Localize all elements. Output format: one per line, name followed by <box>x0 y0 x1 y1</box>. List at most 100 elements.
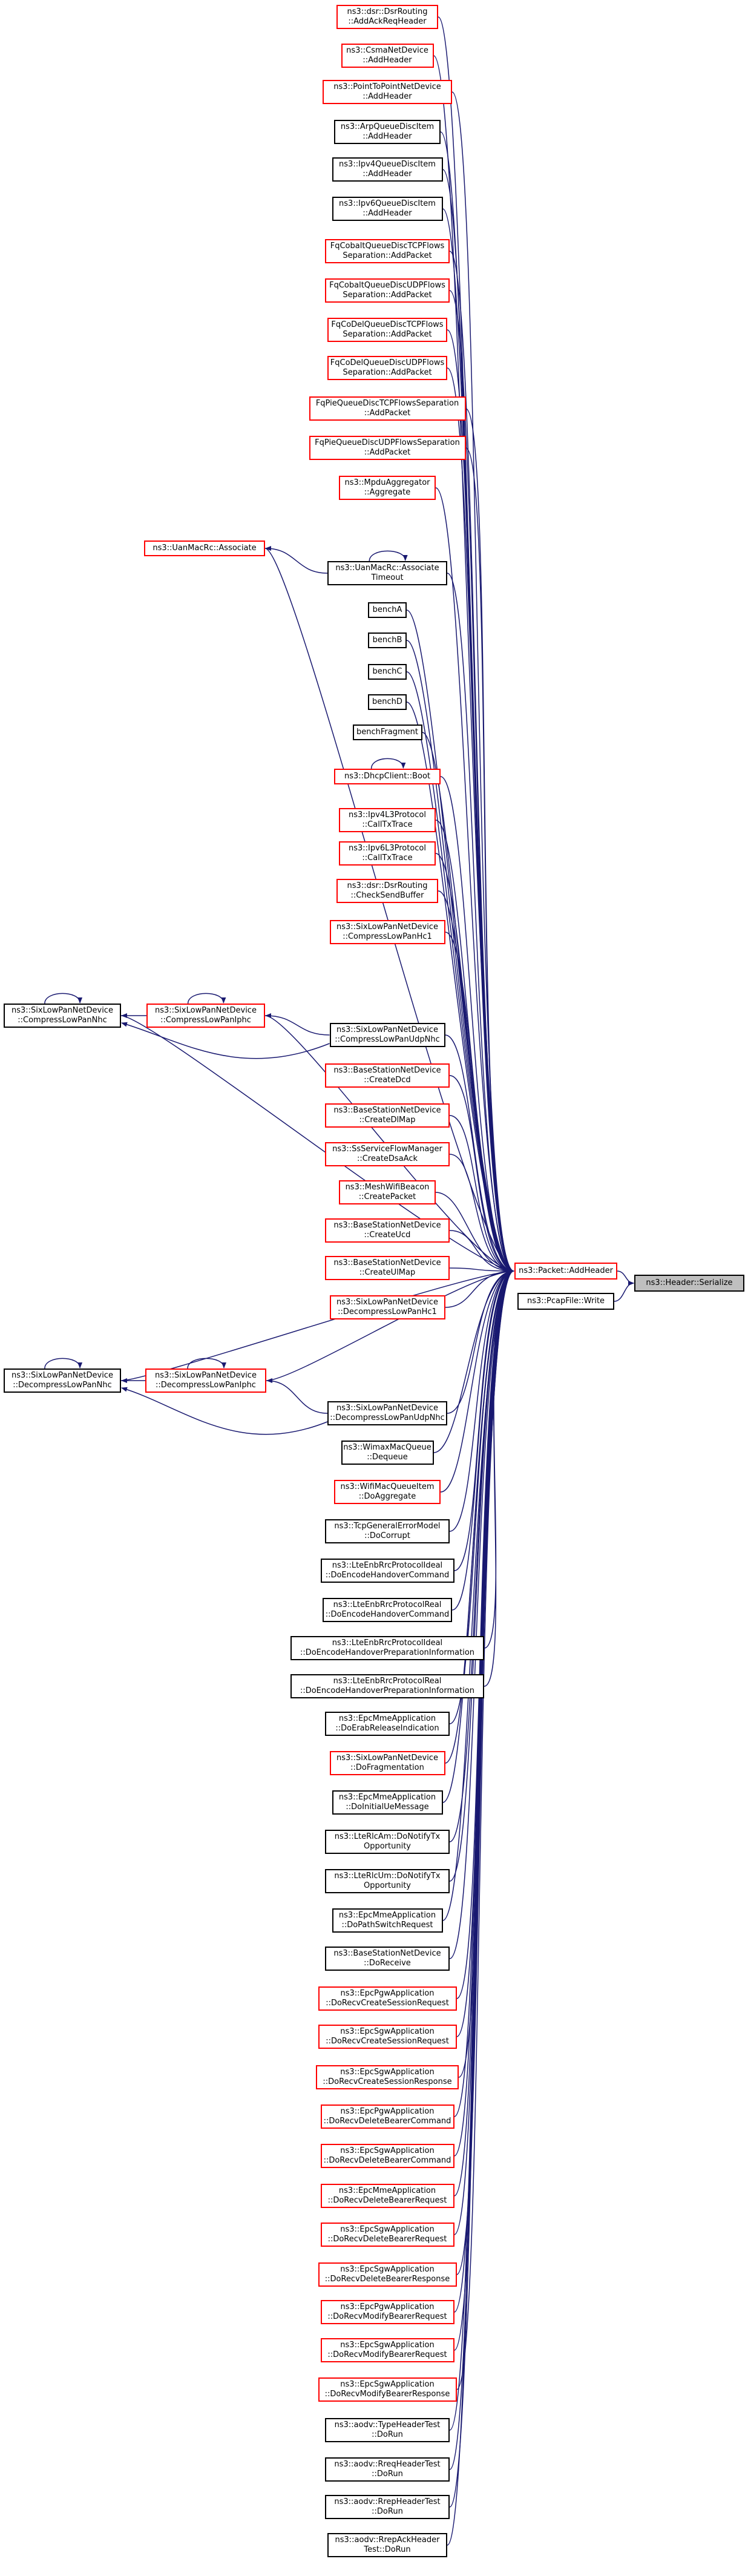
node-c61[interactable]: ns3::aodv::RrepHeaderTest ::DoRun <box>325 2495 450 2519</box>
node-label: ns3::UanMacRc::Associate Timeout <box>335 564 439 582</box>
node-label: ns3::SixLowPanNetDevice ::DecompressLowP… <box>11 1371 113 1390</box>
node-c59[interactable]: ns3::aodv::TypeHeaderTest ::DoRun <box>325 2418 450 2442</box>
edge-to-addheader <box>120 1269 514 1381</box>
edge-to-addheader <box>449 1269 514 1532</box>
node-c43[interactable]: ns3::EpcMmeApplication ::DoInitialUeMess… <box>332 1790 443 1815</box>
node-compress-nhc[interactable]: ns3::SixLowPanNetDevice ::CompressLowPan… <box>4 1004 121 1028</box>
edge-to-addheader <box>453 1269 514 2235</box>
edge-to-addheader <box>264 548 514 1273</box>
node-c24[interactable]: ns3::SixLowPanNetDevice ::CompressLowPan… <box>329 920 445 944</box>
edge-udp-to-nhc <box>121 1387 328 1435</box>
node-c23[interactable]: ns3::dsr::DsrRouting ::CheckSendBuffer <box>336 879 438 903</box>
node-c09[interactable]: FqCoDelQueueDiscTCPFlows Separation::Add… <box>327 318 447 342</box>
node-c32[interactable]: ns3::SixLowPanNetDevice ::DecompressLowP… <box>329 1295 445 1319</box>
node-c58[interactable]: ns3::EpcSgwApplication ::DoRecvModifyBea… <box>318 2377 457 2402</box>
node-c50[interactable]: ns3::EpcSgwApplication ::DoRecvCreateSes… <box>316 2065 459 2089</box>
edge-to-addheader <box>451 1269 514 1611</box>
node-c07[interactable]: FqCobaltQueueDiscTCPFlows Separation::Ad… <box>325 239 450 263</box>
node-c05[interactable]: ns3::Ipv4QueueDiscItem ::AddHeader <box>332 157 443 182</box>
node-label: benchC <box>372 667 402 676</box>
edge-self-loop <box>370 758 406 769</box>
node-c49[interactable]: ns3::EpcSgwApplication ::DoRecvCreateSes… <box>318 2025 457 2049</box>
node-c41[interactable]: ns3::EpcMmeApplication ::DoErabReleaseIn… <box>325 1712 450 1736</box>
node-c40[interactable]: ns3::LteEnbRrcProtocolReal ::DoEncodeHan… <box>290 1674 484 1698</box>
node-label: ns3::MeshWifiBeacon ::CreatePacket <box>345 1183 430 1201</box>
node-label: ns3::CsmaNetDevice ::AddHeader <box>346 46 428 65</box>
node-c11[interactable]: FqPieQueueDiscTCPFlowsSeparation ::AddPa… <box>309 396 466 421</box>
node-label: ns3::SixLowPanNetDevice ::DecompressLowP… <box>330 1404 445 1422</box>
node-c18[interactable]: benchD <box>368 694 407 710</box>
node-c27[interactable]: ns3::BaseStationNetDevice ::CreateDlMap <box>325 1103 450 1128</box>
node-c37[interactable]: ns3::LteEnbRrcProtocolIdeal ::DoEncodeHa… <box>320 1559 454 1583</box>
node-c30[interactable]: ns3::BaseStationNetDevice ::CreateUcd <box>325 1218 450 1243</box>
node-c20[interactable]: ns3::DhcpClient::Boot <box>334 769 441 784</box>
node-c28[interactable]: ns3::SsServiceFlowManager ::CreateDsaAck <box>325 1142 450 1166</box>
node-c38[interactable]: ns3::LteEnbRrcProtocolReal ::DoEncodeHan… <box>323 1598 452 1622</box>
node-c46[interactable]: ns3::EpcMmeApplication ::DoPathSwitchReq… <box>332 1908 443 1933</box>
node-decompress-iphc[interactable]: ns3::SixLowPanNetDevice ::DecompressLowP… <box>145 1368 266 1393</box>
node-c54[interactable]: ns3::EpcSgwApplication ::DoRecvDeleteBea… <box>320 2223 454 2247</box>
node-c53[interactable]: ns3::EpcMmeApplication ::DoRecvDeleteBea… <box>320 2184 454 2208</box>
node-c22[interactable]: ns3::Ipv6L3Protocol ::CallTxTrace <box>339 841 436 866</box>
edge-to-addheader <box>120 1015 514 1273</box>
node-c34[interactable]: ns3::WimaxMacQueue ::Dequeue <box>341 1441 434 1465</box>
node-c02[interactable]: ns3::CsmaNetDevice ::AddHeader <box>341 44 434 68</box>
node-decompress-nhc[interactable]: ns3::SixLowPanNetDevice ::DecompressLowP… <box>4 1368 121 1393</box>
node-c26[interactable]: ns3::BaseStationNetDevice ::CreateDcd <box>325 1063 450 1088</box>
edge-to-addheader <box>449 1269 514 1959</box>
node-compress-iphc[interactable]: ns3::SixLowPanNetDevice ::CompressLowPan… <box>146 1004 265 1028</box>
node-c39[interactable]: ns3::LteEnbRrcProtocolIdeal ::DoEncodeHa… <box>290 1636 484 1660</box>
node-label: ns3::BaseStationNetDevice ::DoReceive <box>333 1949 441 1968</box>
node-c19[interactable]: benchFragment <box>352 724 422 740</box>
edge-self-loop <box>44 993 83 1004</box>
node-packet-addheader[interactable]: ns3::Packet::AddHeader <box>514 1263 617 1280</box>
node-label: ns3::SixLowPanNetDevice ::CompressLowPan… <box>335 1025 440 1044</box>
node-c16[interactable]: benchB <box>368 632 407 648</box>
node-c45[interactable]: ns3::LteRlcUm::DoNotifyTx Opportunity <box>325 1869 450 1893</box>
node-c10[interactable]: FqCoDelQueueDiscUDPFlows Separation::Add… <box>327 356 447 380</box>
node-c15[interactable]: benchA <box>368 602 407 618</box>
node-label: ns3::EpcPgwApplication ::DoRecvDeleteBea… <box>323 2107 451 2126</box>
node-c25[interactable]: ns3::SixLowPanNetDevice ::CompressLowPan… <box>329 1023 445 1047</box>
node-c51[interactable]: ns3::EpcPgwApplication ::DoRecvDeleteBea… <box>320 2104 454 2129</box>
edge-to-addheader <box>449 1115 514 1273</box>
node-c04[interactable]: ns3::ArpQueueDiscItem ::AddHeader <box>334 120 441 144</box>
node-c08[interactable]: FqCobaltQueueDiscUDPFlows Separation::Ad… <box>325 278 450 303</box>
node-c57[interactable]: ns3::EpcSgwApplication ::DoRecvModifyBea… <box>320 2338 454 2362</box>
edge-self-loop <box>187 993 226 1004</box>
node-label: benchD <box>372 697 402 706</box>
node-label: ns3::Ipv6QueueDiscItem ::AddHeader <box>339 199 436 218</box>
node-label: ns3::EpcPgwApplication ::DoRecvModifyBea… <box>327 2302 447 2321</box>
node-c60[interactable]: ns3::aodv::RreqHeaderTest ::DoRun <box>325 2457 450 2482</box>
node-c48[interactable]: ns3::EpcPgwApplication ::DoRecvCreateSes… <box>318 1986 457 2011</box>
node-label: ns3::Header::Serialize <box>646 1278 733 1287</box>
node-c29[interactable]: ns3::MeshWifiBeacon ::CreatePacket <box>339 1180 436 1204</box>
node-c44[interactable]: ns3::LteRlcAm::DoNotifyTx Opportunity <box>325 1830 450 1854</box>
node-c33[interactable]: ns3::SixLowPanNetDevice ::DecompressLowP… <box>327 1401 447 1425</box>
edge-self-loop <box>187 1358 226 1369</box>
node-label: ns3::EpcMmeApplication ::DoInitialUeMess… <box>338 1793 436 1812</box>
node-c12[interactable]: FqPieQueueDiscUDPFlowsSeparation ::AddPa… <box>309 436 466 460</box>
node-c36[interactable]: ns3::TcpGeneralErrorModel ::DoCorrupt <box>325 1519 450 1543</box>
node-pcapfile-write[interactable]: ns3::PcapFile::Write <box>517 1293 614 1310</box>
node-c42[interactable]: ns3::SixLowPanNetDevice ::DoFragmentatio… <box>329 1751 445 1775</box>
node-label: ns3::EpcMmeApplication ::DoRecvDeleteBea… <box>327 2186 447 2205</box>
node-c52[interactable]: ns3::EpcSgwApplication ::DoRecvDeleteBea… <box>320 2144 454 2168</box>
node-c17[interactable]: benchC <box>368 664 407 680</box>
node-c03[interactable]: ns3::PointToPointNetDevice ::AddHeader <box>323 80 452 104</box>
node-c06[interactable]: ns3::Ipv6QueueDiscItem ::AddHeader <box>332 197 443 221</box>
node-c55[interactable]: ns3::EpcSgwApplication ::DoRecvDeleteBea… <box>318 2262 457 2287</box>
node-c13[interactable]: ns3::MpduAggregator ::Aggregate <box>339 476 436 500</box>
node-c14[interactable]: ns3::UanMacRc::Associate Timeout <box>327 561 447 585</box>
node-label: ns3::EpcMmeApplication ::DoPathSwitchReq… <box>338 1911 436 1930</box>
node-uanmacrc-associate[interactable]: ns3::UanMacRc::Associate <box>144 540 265 556</box>
node-label: ns3::aodv::RrepAckHeader Test::DoRun <box>335 2535 440 2554</box>
node-label: ns3::SixLowPanNetDevice ::CompressLowPan… <box>11 1006 113 1025</box>
node-c31[interactable]: ns3::BaseStationNetDevice ::CreateUlMap <box>325 1256 450 1280</box>
node-c56[interactable]: ns3::EpcPgwApplication ::DoRecvModifyBea… <box>320 2300 454 2324</box>
node-c62[interactable]: ns3::aodv::RrepAckHeader Test::DoRun <box>327 2533 447 2557</box>
node-c47[interactable]: ns3::BaseStationNetDevice ::DoReceive <box>325 1947 450 1971</box>
node-c21[interactable]: ns3::Ipv4L3Protocol ::CallTxTrace <box>339 808 436 832</box>
node-c01[interactable]: ns3::dsr::DsrRouting ::AddAckReqHeader <box>336 5 438 29</box>
node-c35[interactable]: ns3::WifiMacQueueItem ::DoAggregate <box>334 1480 441 1504</box>
